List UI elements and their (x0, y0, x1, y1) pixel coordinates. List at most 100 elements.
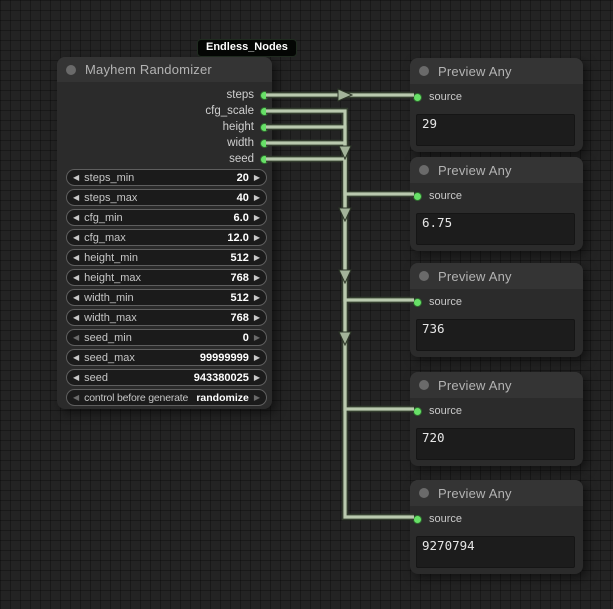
increment-arrow-icon[interactable]: ▶ (253, 252, 260, 262)
collapse-dot-icon[interactable] (419, 271, 429, 281)
preview-any-node-4[interactable]: Preview Any source 720 (410, 372, 583, 466)
decrement-arrow-icon[interactable]: ◀ (73, 312, 80, 322)
node-title: Preview Any (438, 268, 512, 284)
preview-textarea[interactable]: 9270794 (416, 536, 575, 568)
preview-any-node-2[interactable]: Preview Any source 6.75 (410, 157, 583, 251)
input-dot[interactable] (413, 191, 422, 201)
increment-arrow-icon[interactable]: ▶ (253, 312, 260, 322)
wire-cores[interactable] (266, 93, 414, 519)
input-dot[interactable] (413, 92, 422, 102)
output-slots: steps cfg_scale height width seed (57, 87, 272, 167)
widget-seed[interactable]: ◀ seed 943380025 ▶ (66, 369, 267, 386)
decrement-arrow-icon[interactable]: ◀ (73, 352, 80, 362)
widget-control-before-generate[interactable]: ◀ control before generate randomize ▶ (66, 389, 267, 406)
collapse-dot-icon[interactable] (419, 380, 429, 390)
node-title: Preview Any (438, 377, 512, 393)
output-dot[interactable] (260, 122, 269, 132)
node-title-bar[interactable]: Mayhem Randomizer (57, 57, 272, 82)
widget-steps-max[interactable]: ◀ steps_max 40 ▶ (66, 189, 267, 206)
increment-arrow-icon[interactable]: ▶ (253, 372, 260, 382)
preview-any-node-1[interactable]: Preview Any source 29 (410, 58, 583, 152)
widget-value[interactable]: 6.0 (233, 211, 249, 224)
decrement-arrow-icon[interactable]: ◀ (73, 392, 80, 402)
wire-cfg-scale (266, 109, 414, 196)
widget-value[interactable]: 12.0 (227, 231, 249, 244)
decrement-arrow-icon[interactable]: ◀ (73, 232, 80, 242)
widget-value[interactable]: 768 (230, 271, 249, 284)
node-title-bar[interactable]: Preview Any (410, 372, 583, 398)
widget-value[interactable]: randomize (196, 391, 249, 404)
mayhem-randomizer-node[interactable]: Mayhem Randomizer steps cfg_scale height… (57, 57, 272, 409)
increment-arrow-icon[interactable]: ▶ (253, 392, 260, 402)
node-title-bar[interactable]: Preview Any (410, 58, 583, 84)
preview-textarea[interactable]: 6.75 (416, 213, 575, 245)
widget-label: control before generate (84, 391, 189, 404)
widget-value[interactable]: 20 (236, 171, 249, 184)
output-dot[interactable] (260, 106, 269, 116)
widget-width-max[interactable]: ◀ width_max 768 ▶ (66, 309, 267, 326)
increment-arrow-icon[interactable]: ▶ (253, 272, 260, 282)
widget-steps-min[interactable]: ◀ steps_min 20 ▶ (66, 169, 267, 186)
widget-height-max[interactable]: ◀ height_max 768 ▶ (66, 269, 267, 286)
output-slot-label: height (222, 121, 254, 133)
arrow-down-icon (338, 145, 352, 161)
collapse-dot-icon[interactable] (419, 66, 429, 76)
increment-arrow-icon[interactable]: ▶ (253, 192, 260, 202)
increment-arrow-icon[interactable]: ▶ (253, 292, 260, 302)
wire-outlines (266, 91, 414, 521)
preview-any-node-5[interactable]: Preview Any source 9270794 (410, 480, 583, 574)
input-dot[interactable] (413, 297, 422, 307)
widget-cfg-min[interactable]: ◀ cfg_min 6.0 ▶ (66, 209, 267, 226)
preview-textarea[interactable]: 29 (416, 114, 575, 146)
widget-value[interactable]: 512 (230, 291, 249, 304)
collapse-dot-icon[interactable] (66, 64, 76, 75)
widget-value[interactable]: 0 (242, 331, 249, 344)
widget-label: steps_min (84, 171, 135, 184)
widget-seed-max[interactable]: ◀ seed_max 99999999 ▶ (66, 349, 267, 366)
output-dot[interactable] (260, 154, 269, 164)
widget-value[interactable]: 40 (236, 191, 249, 204)
increment-arrow-icon[interactable]: ▶ (253, 172, 260, 182)
widget-value[interactable]: 943380025 (193, 371, 249, 384)
widget-label: seed_max (84, 351, 135, 364)
widget-cfg-max[interactable]: ◀ cfg_max 12.0 ▶ (66, 229, 267, 246)
widget-value[interactable]: 512 (230, 251, 249, 264)
widget-seed-min[interactable]: ◀ seed_min 0 ▶ (66, 329, 267, 346)
increment-arrow-icon[interactable]: ▶ (253, 232, 260, 242)
decrement-arrow-icon[interactable]: ◀ (73, 272, 80, 282)
decrement-arrow-icon[interactable]: ◀ (73, 192, 80, 202)
decrement-arrow-icon[interactable]: ◀ (73, 172, 80, 182)
increment-arrow-icon[interactable]: ▶ (253, 352, 260, 362)
decrement-arrow-icon[interactable]: ◀ (73, 332, 80, 342)
node-title-bar[interactable]: Preview Any (410, 157, 583, 183)
decrement-arrow-icon[interactable]: ◀ (73, 372, 80, 382)
increment-arrow-icon[interactable]: ▶ (253, 332, 260, 342)
input-dot[interactable] (413, 406, 422, 416)
input-dot[interactable] (413, 514, 422, 524)
widget-width-min[interactable]: ◀ width_min 512 ▶ (66, 289, 267, 306)
arrow-right-icon (337, 88, 354, 102)
decrement-arrow-icon[interactable]: ◀ (73, 292, 80, 302)
widget-label: cfg_min (84, 211, 123, 224)
preview-any-node-3[interactable]: Preview Any source 736 (410, 263, 583, 357)
collapse-dot-icon[interactable] (419, 488, 429, 498)
output-dot[interactable] (260, 90, 269, 100)
increment-arrow-icon[interactable]: ▶ (253, 212, 260, 222)
widget-value[interactable]: 768 (230, 311, 249, 324)
collapse-dot-icon[interactable] (419, 165, 429, 175)
node-title-bar[interactable]: Preview Any (410, 480, 583, 506)
preview-textarea[interactable]: 736 (416, 319, 575, 351)
widget-value[interactable]: 99999999 (199, 351, 249, 364)
decrement-arrow-icon[interactable]: ◀ (73, 212, 80, 222)
arrow-down-icon (338, 331, 352, 347)
preview-textarea[interactable]: 720 (416, 428, 575, 460)
node-title-bar[interactable]: Preview Any (410, 263, 583, 289)
input-slot-source: source (413, 405, 462, 417)
input-slot-label: source (429, 405, 463, 417)
widget-height-min[interactable]: ◀ height_min 512 ▶ (66, 249, 267, 266)
output-dot[interactable] (260, 138, 269, 148)
input-slot-label: source (429, 190, 463, 202)
decrement-arrow-icon[interactable]: ◀ (73, 252, 80, 262)
node-title: Preview Any (438, 162, 512, 178)
